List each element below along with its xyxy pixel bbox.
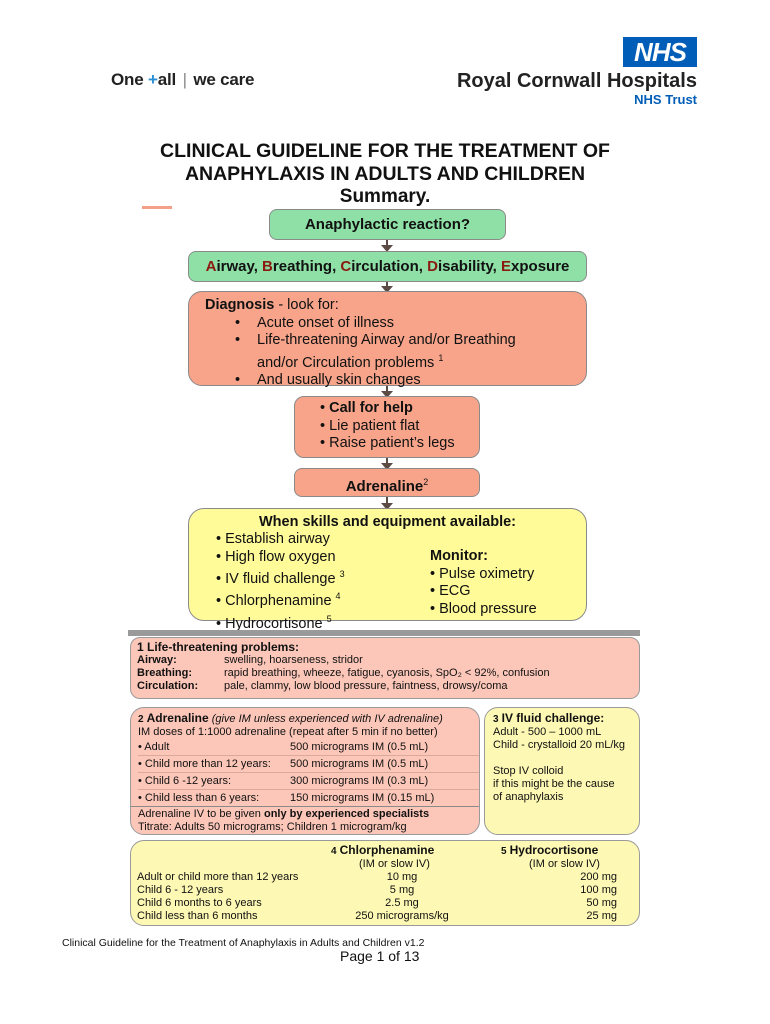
iv-fluid-stop: Stop IV colloid xyxy=(493,765,564,777)
arrow-down-icon xyxy=(381,386,393,398)
diagnosis-item: Life-threatening Airway and/or Breathing xyxy=(235,332,586,350)
title-line-2: ANAPHYLAXIS IN ADULTS AND CHILDREN xyxy=(184,163,586,185)
skills-item: • Hydrocortisone 5 xyxy=(216,613,332,632)
decorative-dash xyxy=(142,206,172,209)
hydrocortisone-header: 5 Hydrocortisone (IM or slow IV) xyxy=(501,843,600,871)
adrenaline-dose-box: 2 Adrenaline (give IM unless experienced… xyxy=(130,707,480,835)
iv-fluid-child: Child - crystalloid 20 mL/kg xyxy=(493,739,626,751)
tagline-plus: + xyxy=(148,70,158,89)
abcde-circulation: Circulation, xyxy=(340,258,428,275)
iv-fluid-stop: if this might be the cause xyxy=(493,778,615,790)
skills-item: • Chlorphenamine 4 xyxy=(216,591,341,610)
life-threatening-box: 1 Life-threatening problems: Airway:swel… xyxy=(130,637,640,699)
tagline-separator: | xyxy=(182,70,187,89)
iv-fluid-stop: of anaphylaxis xyxy=(493,791,564,803)
iv-fluid-adult: Adult - 500 – 1000 mL xyxy=(493,726,602,738)
help-item: • Call for help xyxy=(320,400,413,416)
skills-item: • Establish airway xyxy=(216,531,330,547)
reaction-box: Anaphylactic reaction? xyxy=(269,209,506,240)
skills-item: • High flow oxygen xyxy=(216,548,336,565)
help-item: • Lie patient flat xyxy=(320,417,420,434)
skills-list: • Establish airway • High flow oxygen • … xyxy=(216,531,345,633)
diagnosis-item-continuation: and/or Circulation problems 1 xyxy=(257,352,444,371)
tagline-one: One xyxy=(111,70,144,89)
monitor-item: • Pulse oximetry xyxy=(430,565,535,582)
footnote-2: 2 xyxy=(423,477,429,487)
title-line-1: CLINICAL GUIDELINE FOR THE TREATMENT OF xyxy=(160,140,610,162)
adrenaline-box: Adrenaline2 xyxy=(294,468,480,497)
adrenaline-label: Adrenaline xyxy=(345,478,424,495)
monitor-item: • Blood pressure xyxy=(430,600,537,617)
abcde-box: Airway, Breathing, Circulation, Disabili… xyxy=(188,251,587,282)
reaction-label: Anaphylactic reaction? xyxy=(304,216,471,233)
adrenaline-dose-row: • Child 6 -12 years:300 micrograms IM (0… xyxy=(138,773,479,790)
life-threatening-row: Airway:swelling, hoarseness, stridor xyxy=(137,654,363,666)
section-divider xyxy=(128,630,640,636)
diagnosis-heading: Diagnosis - look for: xyxy=(205,297,339,313)
tagline: One +all | we care xyxy=(111,70,255,90)
org-trust: NHS Trust xyxy=(634,92,697,107)
tagline-care: we care xyxy=(193,70,255,89)
page-title: CLINICAL GUIDELINE FOR THE TREATMENT OF … xyxy=(100,140,670,186)
skills-heading: When skills and equipment available: xyxy=(258,514,517,530)
monitor-list: Monitor: • Pulse oximetry • ECG • Blood … xyxy=(430,548,537,618)
adrenaline-dose-heading: 2 Adrenaline (give IM unless experienced… xyxy=(138,711,443,726)
skills-box: When skills and equipment available: • E… xyxy=(188,508,587,631)
abcde-airway: Airway, xyxy=(205,258,263,275)
diagnosis-item: Acute onset of illness xyxy=(235,315,586,333)
adrenaline-dose-row: • Child less than 6 years:150 micrograms… xyxy=(131,790,479,807)
iv-fluid-heading: 3 IV fluid challenge: xyxy=(493,711,605,726)
monitor-heading: Monitor: xyxy=(430,548,488,564)
drug-dose-table: 4 Chlorphenamine (IM or slow IV) 5 Hydro… xyxy=(130,840,640,926)
diagnosis-box: Diagnosis - look for: Acute onset of ill… xyxy=(188,291,587,389)
arrow-down-icon xyxy=(381,458,393,470)
skills-item: • IV fluid challenge 3 xyxy=(216,569,345,587)
page-number: Page 1 of 13 xyxy=(340,948,420,964)
tagline-all: all xyxy=(157,70,177,89)
help-item: • Raise patient’s legs xyxy=(320,435,455,451)
adrenaline-titrate: Titrate: Adults 50 micrograms; Children … xyxy=(138,821,407,833)
arrow-down-icon xyxy=(381,282,393,293)
adrenaline-dose-intro: IM doses of 1:1000 adrenaline (repeat af… xyxy=(138,726,438,738)
monitor-item: • ECG xyxy=(430,583,471,599)
diagnosis-item: And usually skin changes xyxy=(235,372,586,390)
life-threatening-heading: 1 Life-threatening problems: xyxy=(137,640,300,654)
org-name: Royal Cornwall Hospitals xyxy=(456,70,697,92)
life-threatening-row: Circulation:pale, clammy, low blood pres… xyxy=(137,680,508,692)
chlorphenamine-header: 4 Chlorphenamine (IM or slow IV) xyxy=(331,843,435,871)
adrenaline-dose-row: • Child more than 12 years:500 microgram… xyxy=(138,756,479,773)
abcde-breathing: Breathing, xyxy=(262,258,341,275)
arrow-down-icon xyxy=(381,240,393,252)
life-threatening-row: Breathing:rapid breathing, wheeze, fatig… xyxy=(137,667,550,679)
abcde-disability: Disability, xyxy=(427,258,502,275)
nhs-logo: NHS xyxy=(623,37,697,67)
page-subtitle: Summary. xyxy=(339,186,431,207)
abcde-exposure: Exposure xyxy=(501,258,570,275)
arrow-down-icon xyxy=(381,497,393,510)
footnote-1: 1 xyxy=(438,352,444,363)
adrenaline-iv-note: Adrenaline IV to be given only by experi… xyxy=(138,808,430,820)
iv-fluid-box: 3 IV fluid challenge: Adult - 500 – 1000… xyxy=(484,707,640,835)
footer-doc-title: Clinical Guideline for the Treatment of … xyxy=(62,937,425,949)
call-help-box: • Call for help • Lie patient flat • Rai… xyxy=(294,396,480,458)
